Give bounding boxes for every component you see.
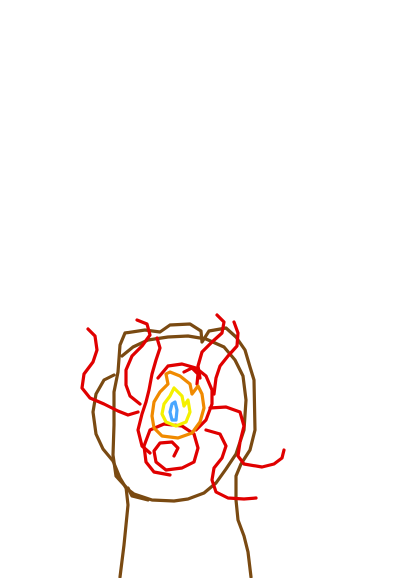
flame-core-blue <box>168 400 179 422</box>
hair-strokes <box>80 313 286 501</box>
hair-crown-loop <box>136 336 162 455</box>
head-outline <box>91 322 257 578</box>
flame <box>150 370 206 440</box>
flame-outer-orange <box>150 370 206 440</box>
head-outer-shape <box>111 322 257 578</box>
head-inner-face <box>91 334 248 503</box>
hair-right-strand <box>212 320 240 396</box>
head-chin-detail <box>126 486 150 502</box>
hair-left-curl <box>80 327 140 417</box>
hair-right-curl <box>208 405 286 469</box>
flame-inner-yellow <box>160 386 192 428</box>
hair-top-right-curl <box>196 313 226 380</box>
hair-center-spiral <box>142 422 200 477</box>
hair-center-loop <box>156 362 214 432</box>
hair-top-left-curl <box>124 318 152 406</box>
hair-lower-right-curl <box>204 428 258 501</box>
hair-small-curl <box>182 366 200 386</box>
